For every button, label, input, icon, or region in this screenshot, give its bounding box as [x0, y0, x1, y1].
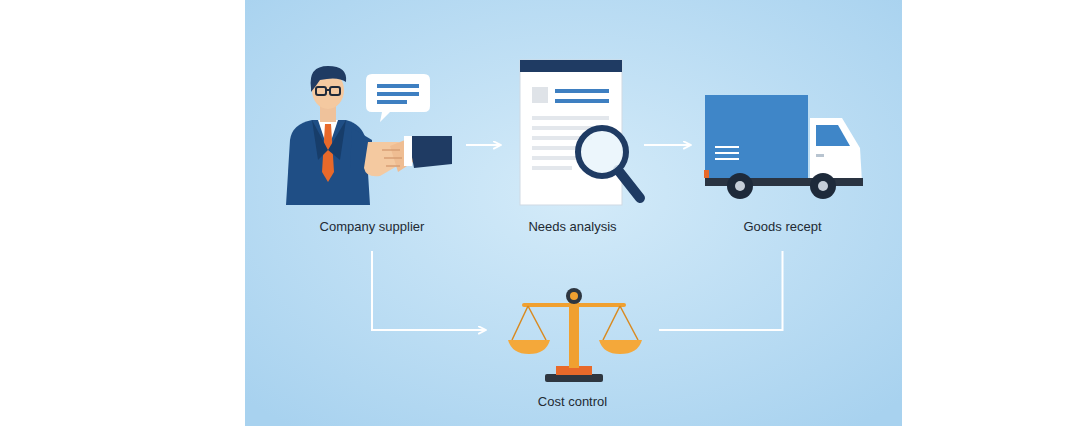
icon-node: Goods recept	[695, 58, 870, 243]
node-label: Cost control	[538, 394, 607, 410]
flow-connector	[466, 144, 501, 146]
flow-connector	[372, 251, 486, 330]
flow-connector	[644, 144, 691, 146]
background-panel	[245, 0, 902, 426]
icon-node: Cost control	[490, 278, 655, 418]
icon-node: Company supplier	[282, 58, 462, 243]
flow-connector	[659, 251, 783, 330]
truck-icon	[704, 95, 863, 199]
node-label: Company supplier	[320, 219, 425, 235]
icon-node: Needs analysis	[505, 58, 640, 243]
scale-icon	[508, 288, 642, 382]
node-label: Goods recept	[743, 219, 821, 235]
businessman-icon	[286, 66, 452, 205]
node-label: Needs analysis	[528, 219, 616, 235]
document-icon	[520, 60, 640, 205]
